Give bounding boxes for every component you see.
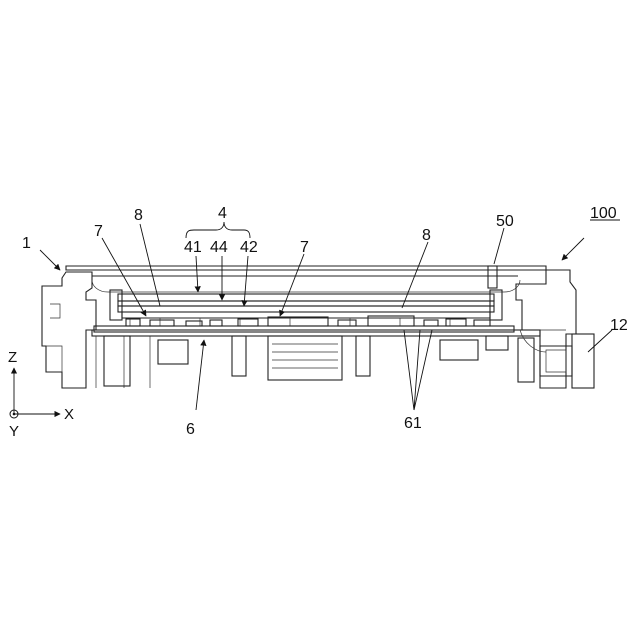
leader-50 (494, 228, 504, 264)
label-4: 4 (218, 205, 227, 222)
optical-stack (118, 294, 494, 312)
leader-41 (196, 256, 198, 292)
label-61: 61 (404, 415, 422, 432)
leader-8-right (402, 242, 428, 308)
label-8-right: 8 (422, 227, 431, 244)
reference-labels: 100 1 4 41 44 42 8 7 7 8 50 12 6 61 (22, 205, 628, 438)
frame-members (110, 290, 502, 326)
leader-7-mid (280, 254, 304, 316)
layer-42 (118, 306, 494, 312)
screw-50 (488, 266, 497, 288)
axis-indicator: Z X Y (8, 349, 74, 440)
layer-44 (118, 301, 494, 306)
housing-bottom-rail (92, 330, 540, 388)
lower-components (104, 336, 534, 386)
label-7-left: 7 (94, 223, 103, 240)
label-6: 6 (186, 421, 195, 438)
axis-label-x: X (64, 406, 74, 423)
leader-1 (40, 250, 60, 270)
leader-61 (404, 330, 432, 410)
top-cover (66, 266, 546, 292)
label-7-mid: 7 (300, 239, 309, 256)
leader-42 (244, 256, 248, 306)
y-axis-dot-icon (13, 413, 16, 416)
leader-7-left (102, 238, 146, 316)
label-44: 44 (210, 239, 228, 256)
label-1: 1 (22, 235, 31, 252)
leader-6 (196, 340, 204, 410)
leader-100 (562, 238, 584, 260)
connector-12 (520, 330, 594, 388)
axis-label-z: Z (8, 349, 17, 366)
layer-41 (118, 294, 494, 301)
label-8-left: 8 (134, 207, 143, 224)
pcb (94, 326, 514, 332)
label-42: 42 (240, 239, 258, 256)
label-50: 50 (496, 213, 514, 230)
label-41: 41 (184, 239, 202, 256)
axis-label-y: Y (9, 423, 19, 440)
brace-4 (186, 222, 250, 238)
label-12: 12 (610, 317, 628, 334)
leader-12 (588, 330, 612, 352)
housing-left-wall (42, 272, 96, 388)
label-100: 100 (590, 205, 617, 222)
